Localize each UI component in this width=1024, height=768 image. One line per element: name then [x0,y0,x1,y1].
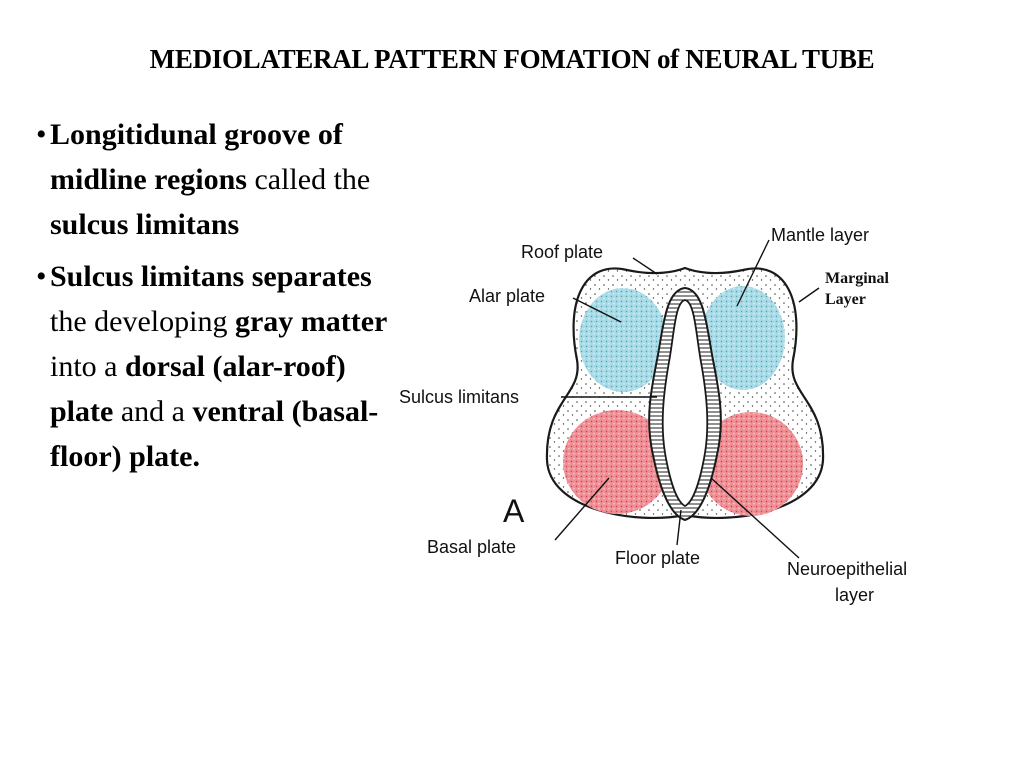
bullet-text-bold: Longitidunal groove of midline regions [50,118,343,196]
slide-title: MEDIOLATERAL PATTERN FOMATION of NEURAL … [149,44,875,74]
label-alar-plate: Alar plate [469,286,545,306]
bullet-text: and a [113,395,193,428]
bullet-marker: • [36,118,47,151]
alar-plate-right [701,286,785,390]
label-marginal-layer-line2: Layer [825,291,866,308]
label-floor-plate: Floor plate [615,548,700,568]
central-canal [661,299,709,508]
bullet-text-bold: Sulcus limitans separates [50,260,372,293]
label-marginal-layer-line1: Marginal [825,270,890,287]
bullet-text: into a [50,350,125,383]
neural-tube-diagram: Roof plate Mantle layer Marginal Layer A… [399,225,907,605]
label-neuroepithelial-line2: layer [835,585,874,605]
alar-plate-left [579,288,667,392]
bullet-text-bold: sulcus limitans [50,208,240,241]
leader-lines [554,239,820,559]
bullet-text-bold: gray matter [234,305,388,338]
bullet-item: •Longitidunal groove of midline regions … [30,112,400,247]
label-sulcus-limitans: Sulcus limitans [399,387,519,407]
label-roof-plate: Roof plate [521,242,603,262]
label-mantle-layer: Mantle layer [771,225,869,245]
label-neuroepithelial-line1: Neuroepithelial [787,559,907,579]
bullet-text: the developing [50,305,235,338]
bullet-text: called the [246,163,371,196]
bullet-marker: • [36,260,47,293]
basal-plate-left [563,410,671,514]
label-basal-plate: Basal plate [427,537,516,557]
bullet-item: •Sulcus limitans separates the developin… [30,254,400,479]
label-panel-letter: A [503,493,525,529]
bullet-list: •Longitidunal groove of midline regions … [30,112,400,486]
bullet-text-bold: ventral (basal-floor) plate. [50,395,379,473]
bullet-text-bold: dorsal (alar-roof) plate [50,350,346,428]
